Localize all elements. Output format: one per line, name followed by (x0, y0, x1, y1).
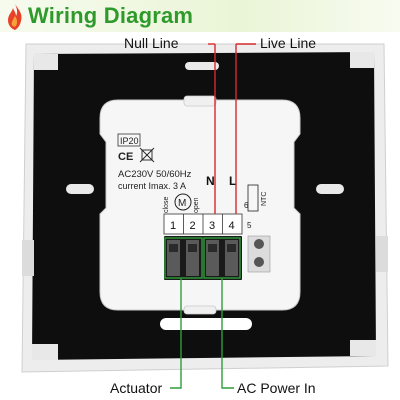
flame-icon (8, 4, 22, 30)
live-line-label: Live Line (260, 35, 317, 51)
sensor-screw-6 (254, 239, 264, 249)
page-title: Wiring Diagram (28, 3, 194, 28)
plate-notch-br (350, 340, 376, 356)
terminal-screw-4 (225, 240, 238, 276)
plate-notch-tl (34, 54, 58, 70)
terminal-number-4: 4 (229, 220, 235, 232)
neutral-mark: N (206, 174, 215, 188)
plate-slot-right (316, 184, 344, 194)
svg-text:CE: CE (118, 151, 133, 163)
weee-bin-icon (139, 147, 155, 163)
voltage-rating: AC230V 50/60Hz (118, 169, 192, 180)
plate-tab-left (22, 240, 34, 276)
terminal-number-1: 1 (170, 220, 176, 232)
live-mark: L (229, 174, 236, 188)
open-label: open (193, 197, 200, 213)
sensor-screw-5 (254, 257, 264, 267)
terminal-6-label: 6 (244, 201, 249, 210)
plate-slot-bottom (160, 318, 252, 330)
motor-mark: M (178, 198, 186, 209)
ip-rating-box (117, 133, 141, 147)
current-rating: current Imax. 3 A (118, 181, 186, 191)
plate-slot-top (185, 62, 219, 70)
title-bar: Wiring Diagram (0, 0, 400, 32)
ac-power-in-label: AC Power In (237, 380, 316, 396)
plate-slot-left (66, 184, 94, 194)
actuator-leader (170, 278, 182, 389)
housing-clip-top (183, 95, 217, 107)
terminal-block (164, 236, 242, 280)
terminal-screw-1 (167, 240, 180, 276)
plate-notch-bl (32, 344, 58, 360)
actuator-terminals-highlight (164, 237, 203, 279)
ce-mark-icon: CE (118, 151, 133, 163)
terminal-screw-2 (186, 240, 199, 276)
housing-clip-bottom (183, 305, 217, 315)
null-line-label: Null Line (124, 35, 179, 51)
actuator-label: Actuator (110, 380, 163, 396)
terminal-5-label: 5 (247, 221, 252, 230)
power-leader (221, 278, 234, 389)
ntc-label: NTC (261, 192, 268, 206)
plate-tab-right (376, 236, 388, 272)
ntc-box (247, 184, 259, 212)
motor-icon (174, 193, 192, 211)
close-label: close (163, 197, 170, 213)
terminal-number-3: 3 (209, 220, 215, 232)
terminal-screw-3 (206, 240, 219, 276)
sensor-terminal (247, 235, 271, 273)
plate-notch-tr (350, 52, 374, 68)
terminal-number-2: 2 (190, 220, 196, 232)
ip-rating: IP20 (120, 136, 139, 146)
